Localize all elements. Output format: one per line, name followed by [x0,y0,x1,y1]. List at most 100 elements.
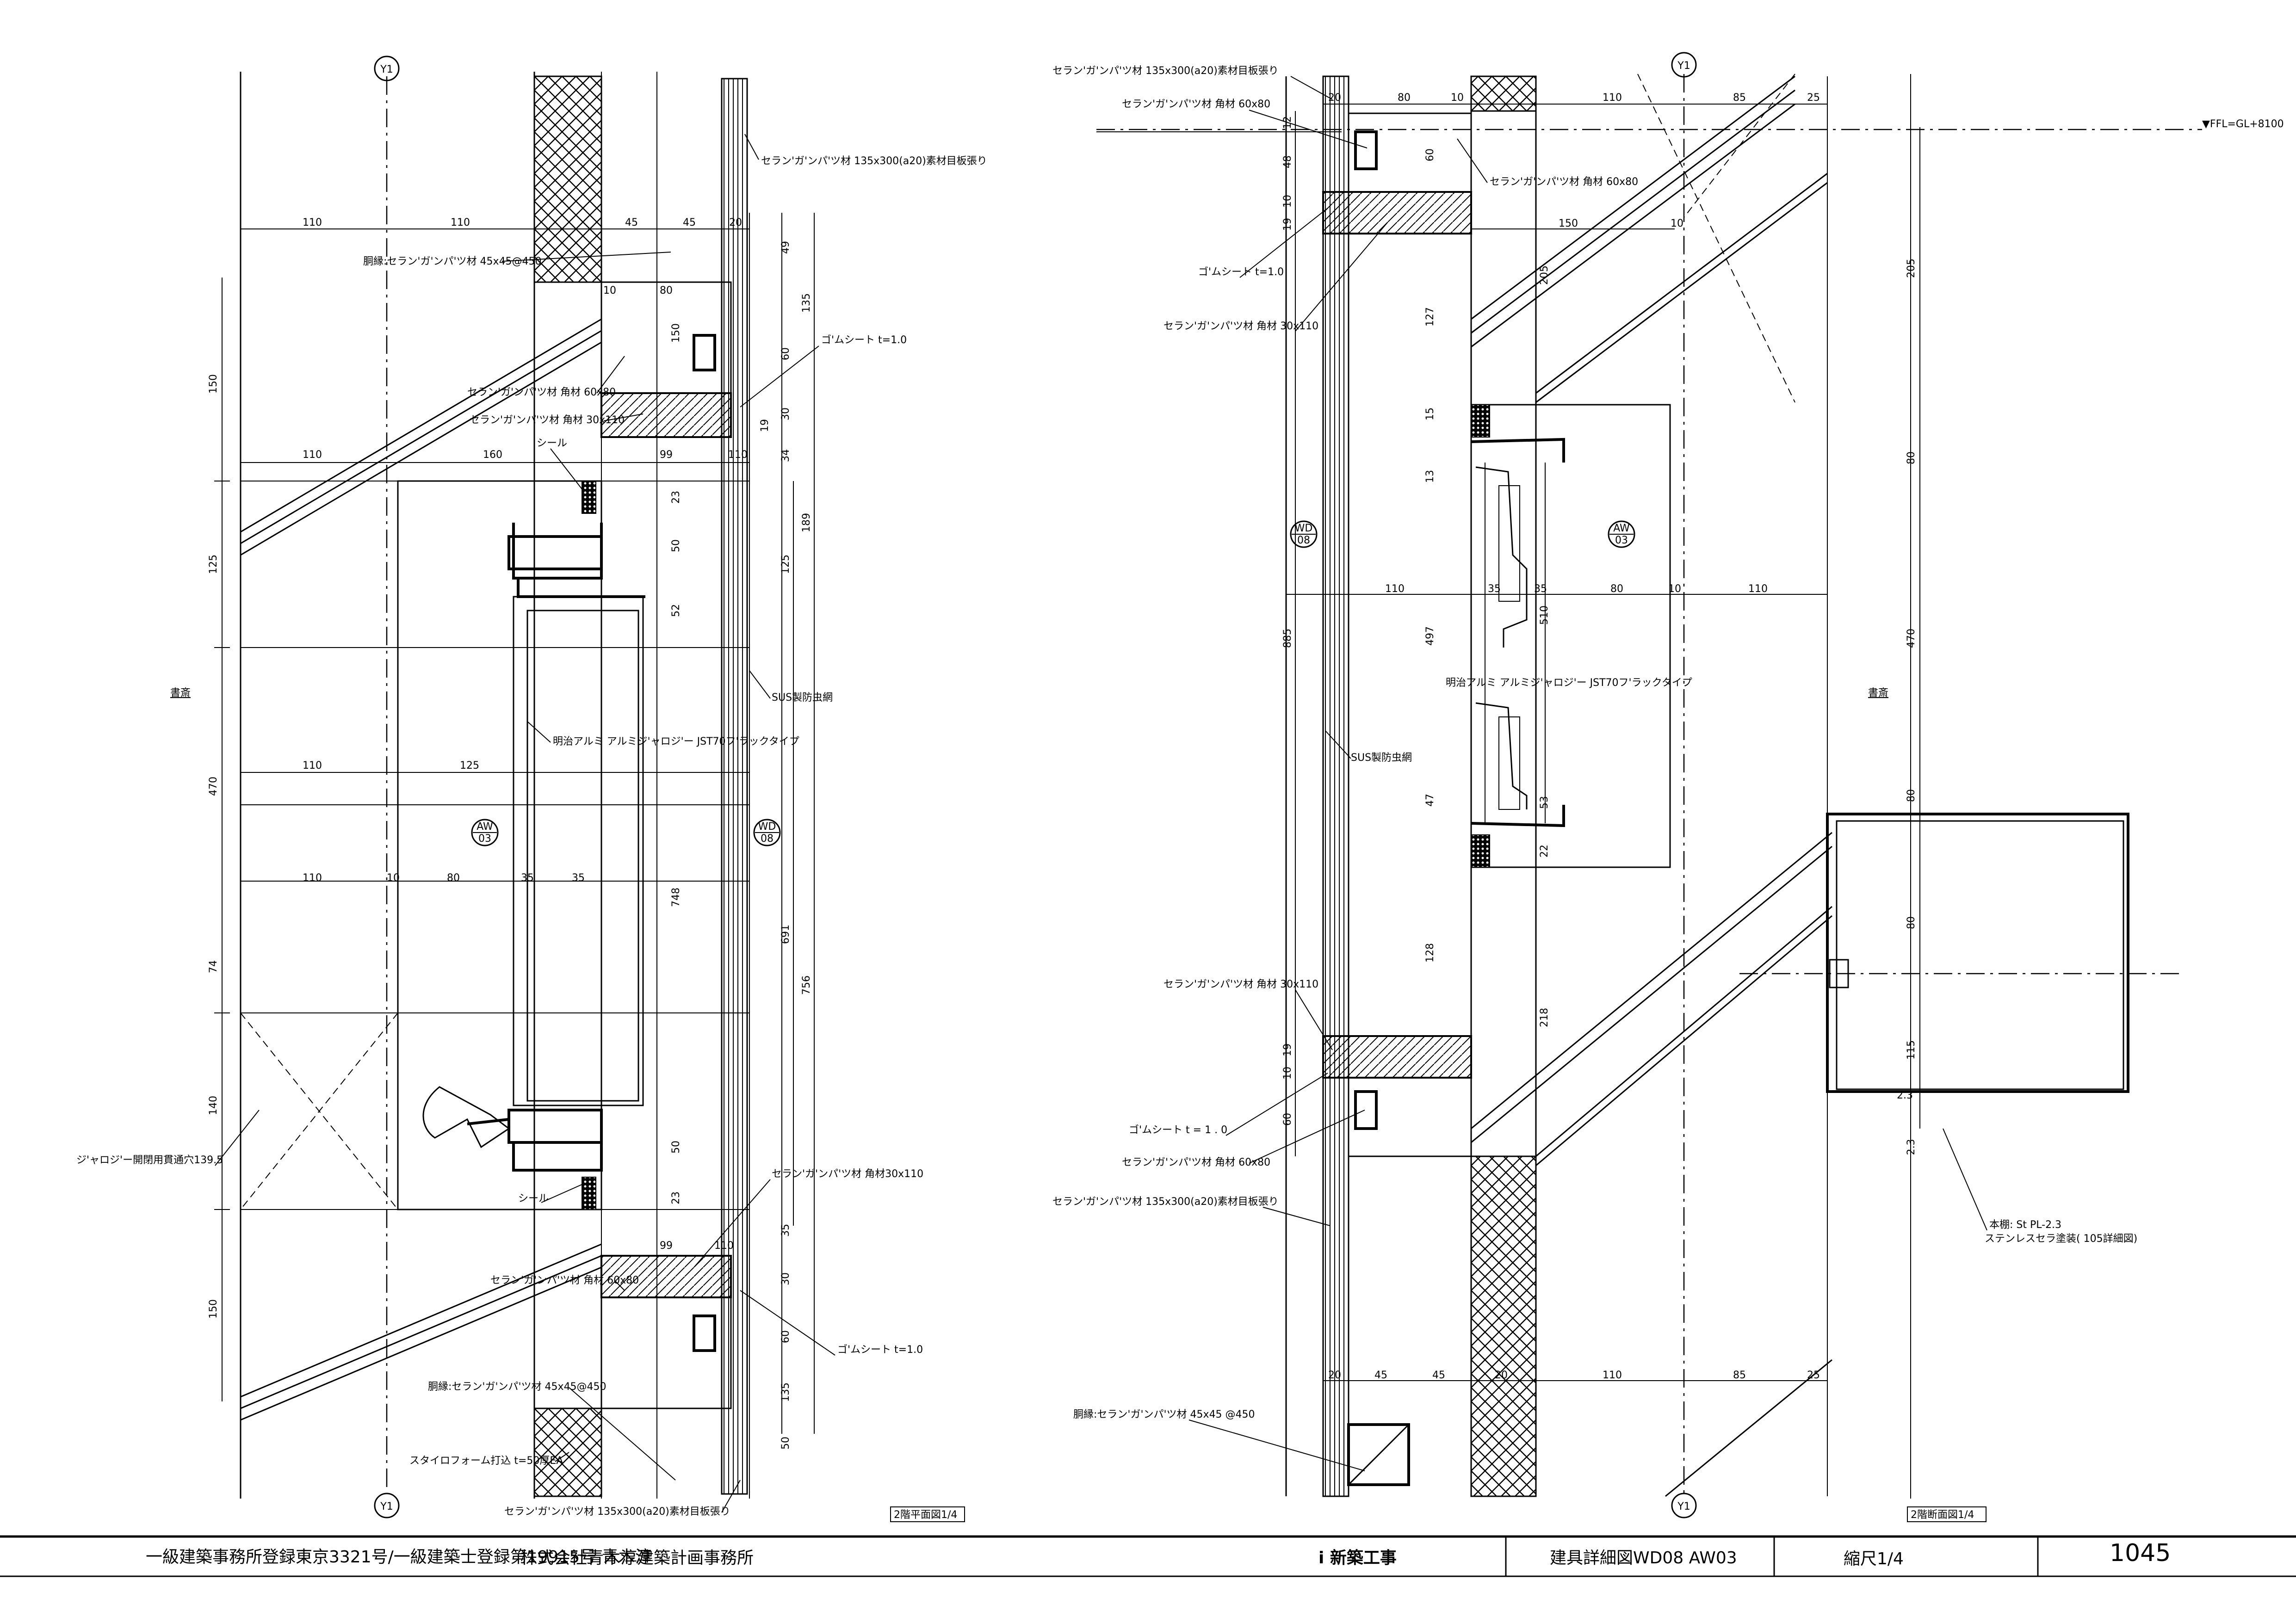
dim-text: 52 [670,604,682,617]
dim-text: 110 [303,217,322,228]
label-insulation: スタイロフォーム打込 t=50厚EA [409,1455,563,1467]
dim-text: 49 [780,241,792,254]
dim-text: 150 [1559,218,1578,229]
sheet-number: 1045 [2110,1539,2171,1567]
dim-text: 128 [1424,943,1436,963]
dim-text: 60 [780,347,792,360]
axis-bubble-top: Y1 [374,56,400,81]
louver-frame-plan [422,523,645,1172]
label-siding: セラン'ガ'ンパ'ツ材 135x300(a20)素材目板張り [1052,65,1279,77]
dim-text: 99 [660,449,673,461]
member-30x110-bottom [600,1255,732,1298]
label-square: セラン'ガ'ンパ'ツ材 角材 60x80 [1490,176,1638,188]
dim-text: 10 [1451,92,1464,104]
dim-text: 2.3 [1906,1139,1917,1155]
dim-text: 80 [1906,789,1917,802]
dim-text: 110 [303,449,322,461]
tag-aw03-plan: AW 03 [471,819,499,846]
dim-text: 35 [572,872,585,884]
dim-text: 30 [780,1272,792,1285]
dim-text: 35 [780,1224,792,1237]
dim-text: 85 [1733,1370,1746,1381]
axis-label: Y1 [380,64,393,75]
tag-num: 08 [1297,535,1310,546]
label-handle: ジ'ャロジ'ー開閉用貫通穴139.5 [76,1154,223,1166]
dim-text: 80 [1398,92,1411,104]
tag-code: AW [477,821,493,833]
dim-text: 19 [1282,1043,1293,1056]
dim-text: 30 [780,407,792,420]
dim-text: 50 [670,539,682,552]
dim-text: 80 [447,872,460,884]
dim-text: 125 [208,555,219,574]
dim-text: 50 [670,1141,682,1154]
dim-text: 470 [1906,629,1917,648]
label-square: セラン'ガ'ンパ'ツ材 角材 60x80 [490,1275,639,1286]
dim-text: 2.3 [1897,1090,1913,1101]
label-siding: セラン'ガ'ンパ'ツ材 135x300(a20)素材目板張り [1052,1196,1279,1208]
dim-text: 80 [1906,451,1917,464]
dim-text: 110 [1748,583,1768,595]
label-square: セラン'ガ'ンパ'ツ材 角材 60x80 [1122,1157,1270,1168]
dim-text: 110 [1603,92,1622,104]
label-furring: 胴縁:セラン'ガ'ンパ'ツ材 45x45 @450 [1073,1409,1255,1420]
dim-text: 470 [208,777,219,796]
drawing-title: 建具詳細図WD08 AW03 [1550,1549,1737,1567]
dim-text: 189 [801,513,812,532]
dim-text: 756 [801,975,812,995]
dim-text: 13 [1424,470,1436,483]
dim-text: 10 [387,872,400,884]
dim-text: 125 [460,760,479,771]
dim-text: 135 [780,1382,792,1402]
dim-text: 34 [780,449,792,462]
label-square: セラン'ガ'ンパ'ツ材 角材 60x80 [1122,99,1270,110]
axis-bubble-bottom: Y1 [1671,1493,1697,1518]
label-louver: 明治アルミ アルミジ'ャロジ'ー JST70フ'ラックタイプ [553,736,799,747]
dim-text: 45 [1432,1370,1445,1381]
dim-text: 20 [1495,1370,1508,1381]
tag-num: 03 [478,833,491,845]
tag-code: WD [1295,523,1313,534]
dim-text: 25 [1807,1370,1820,1381]
label-square: セラン'ガ'ンパ'ツ材 角材 30x110 [470,414,625,426]
dim-text: 45 [1374,1370,1387,1381]
dim-text: 10 [1671,218,1683,229]
dim-text: 19 [759,419,771,432]
axis-label: Y1 [1677,1501,1690,1512]
tag-num: 03 [1615,535,1628,546]
dim-text: 125 [780,555,792,574]
dim-text: 150 [670,323,682,343]
label-steel: 本棚: St PL-2.3 [1989,1219,2061,1231]
dim-text: 205 [1539,265,1550,285]
section-caption: 2階断面図1/4 [1911,1509,1974,1521]
dim-text: 47 [1424,794,1436,807]
label-square: セラン'ガ'ンパ'ツ材 角材30x110 [772,1168,923,1180]
label-furring: 胴縁:セラン'ガ'ンパ'ツ材 45x45@450 [363,256,542,267]
dim-text: 60 [1282,1113,1293,1126]
dim-text: 160 [483,449,502,461]
dim-text: 35 [1488,583,1501,595]
label-siding: セラン'ガ'ンパ'ツ材 135x300(a20)素材目板張り [761,155,987,167]
dim-text: 10 [603,285,616,296]
label-seal: シール [518,1193,549,1204]
axis-bubble-top: Y1 [1671,52,1697,78]
louver-section [1471,438,1565,827]
dim-text: 110 [303,872,322,884]
tag-aw03-section: AW 03 [1608,520,1635,548]
tag-wd08-plan: WD 08 [753,819,781,846]
dim-text: 510 [1539,605,1550,625]
dim-text: 35 [1534,583,1547,595]
dim-text: 150 [208,1299,219,1319]
label-steel: ステンレスセラ塗装( 105詳細図) [1985,1233,2137,1245]
dim-text: 110 [1603,1370,1622,1381]
dim-text: 10 [1282,195,1293,208]
dim-text: 115 [1906,1040,1917,1060]
dim-text: 23 [670,1191,682,1204]
dim-text: 99 [660,1240,673,1252]
siding-strip [1322,75,1349,1497]
dim-text: 10 [1668,583,1681,595]
registration-text: 一級建築事務所登録東京3321号/一級建築士登録第19915号 青木淳 [146,1548,652,1567]
dim-text: 20 [1328,1370,1341,1381]
dim-text: 80 [1906,916,1917,929]
dim-text: 35 [521,872,534,884]
